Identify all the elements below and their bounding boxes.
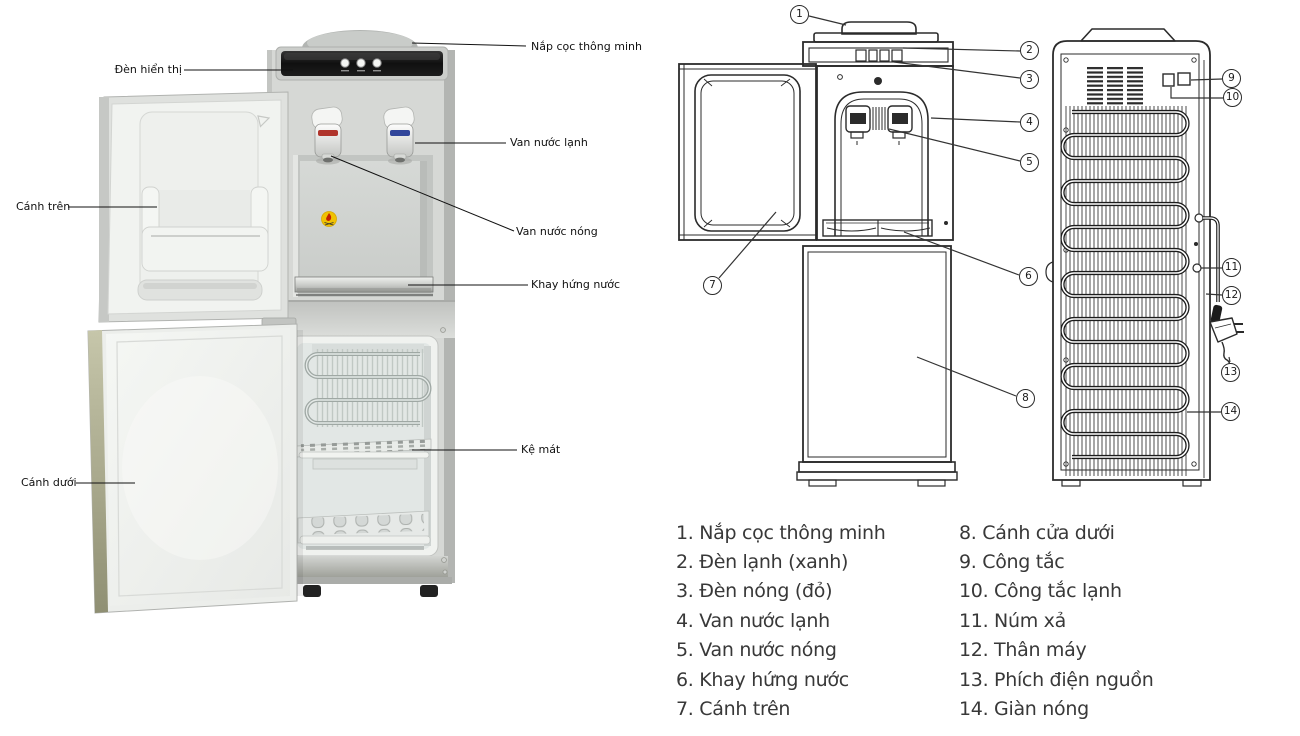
legend-item-6: 6. Khay hứng nước <box>676 668 849 691</box>
legend-item-4: 4. Van nước lạnh <box>676 609 830 632</box>
indicator-lights <box>340 58 382 72</box>
hot-tap-band <box>318 130 338 136</box>
warning-sticker <box>321 211 337 227</box>
control-panel <box>275 46 449 81</box>
power-switches <box>1162 72 1191 87</box>
legend-item-10: 10. Công tắc lạnh <box>959 580 1122 603</box>
legend-item-5: 5. Van nước nóng <box>676 639 837 662</box>
diagram-back-cap <box>1080 28 1176 42</box>
label-cool-shelf: Kệ mát <box>521 443 561 456</box>
legend-column-left: 1. Nắp cọc thông minh 2. Đèn lạnh (xanh)… <box>676 518 886 724</box>
product-photo <box>87 30 455 614</box>
legend-item-12: 12. Thân máy <box>959 639 1087 662</box>
drain-assembly <box>1192 213 1220 304</box>
fridge-interior <box>289 335 439 557</box>
legend-item-3: 3. Đèn nóng (đỏ) <box>676 580 833 603</box>
line-diagram-back <box>1045 28 1244 487</box>
condenser-coil <box>1063 106 1189 476</box>
cold-tap-band <box>390 130 410 136</box>
callout-9: 9 <box>1222 69 1241 88</box>
legend-item-1: 1. Nắp cọc thông minh <box>676 521 886 544</box>
label-cold-valve: Van nước lạnh <box>510 136 588 149</box>
hot-tap <box>311 106 343 165</box>
diagram-back-body <box>1052 40 1211 481</box>
door-shadow <box>297 330 303 596</box>
vent-grille <box>1087 66 1143 106</box>
callout-12: 12 <box>1222 286 1241 305</box>
diagram-taps <box>845 105 913 145</box>
power-plug <box>1209 304 1244 365</box>
callout-11: 11 <box>1222 258 1241 277</box>
door-bin <box>141 186 269 272</box>
callout-2: 2 <box>1020 41 1039 60</box>
label-upper-door: Cánh trên <box>16 200 71 213</box>
diagram-leader-lines <box>718 15 1231 413</box>
door-triangle-mark <box>257 115 271 128</box>
legend-item-9: 9. Công tắc <box>959 551 1065 574</box>
foot-right <box>420 585 438 597</box>
legend-item-11: 11. Núm xả <box>959 609 1066 632</box>
callout-4: 4 <box>1020 113 1039 132</box>
callout-5: 5 <box>1020 153 1039 172</box>
foot-left <box>303 585 321 597</box>
label-drip-tray: Khay hứng nước <box>531 278 621 291</box>
legend-item-8: 8. Cánh cửa dưới <box>959 521 1115 544</box>
diagram-upper-door <box>678 63 817 241</box>
diagram-drip-tray <box>822 219 933 237</box>
callout-7: 7 <box>703 276 722 295</box>
dispensing-recess <box>293 155 433 297</box>
cold-tap <box>383 106 415 165</box>
bottom-shelf <box>297 510 431 550</box>
label-lower-door: Cánh dưới <box>21 476 77 489</box>
legend-item-7: 7. Cánh trên <box>676 698 791 721</box>
diagram-panel-band <box>802 41 954 67</box>
base <box>276 327 452 597</box>
callout-3: 3 <box>1020 70 1039 89</box>
cooling-coil <box>304 344 432 427</box>
diagram-upper-body <box>816 65 954 241</box>
callout-1: 1 <box>790 5 809 24</box>
photo-leader-lines <box>68 42 528 484</box>
callout-8: 8 <box>1016 389 1035 408</box>
mid-band <box>267 300 455 338</box>
mid-band-line <box>267 300 455 302</box>
legend-column-right: 8. Cánh cửa dưới 9. Công tắc 10. Công tắ… <box>959 518 1154 724</box>
label-display-light: Đèn hiển thị <box>114 63 182 76</box>
callout-14: 14 <box>1221 402 1240 421</box>
legend-item-13: 13. Phích điện nguồn <box>959 668 1154 691</box>
label-smart-cap: Nắp cọc thông minh <box>531 40 642 53</box>
diagram-lower-door <box>796 245 958 487</box>
lower-door <box>87 317 298 614</box>
callout-13: 13 <box>1221 363 1240 382</box>
drip-tray <box>294 276 434 296</box>
drain-knob <box>1192 263 1202 273</box>
upper-door <box>98 91 289 323</box>
cool-shelf <box>296 438 432 470</box>
label-hot-valve: Van nước nóng <box>516 225 598 238</box>
line-diagram-front <box>678 21 958 487</box>
callout-6: 6 <box>1019 267 1038 286</box>
diagram-recess <box>834 91 929 236</box>
legend-item-14: 14. Giàn nóng <box>959 698 1089 721</box>
diagram-cap <box>841 21 917 35</box>
callout-10: 10 <box>1223 88 1242 107</box>
legend-item-2: 2. Đèn lạnh (xanh) <box>676 551 849 574</box>
